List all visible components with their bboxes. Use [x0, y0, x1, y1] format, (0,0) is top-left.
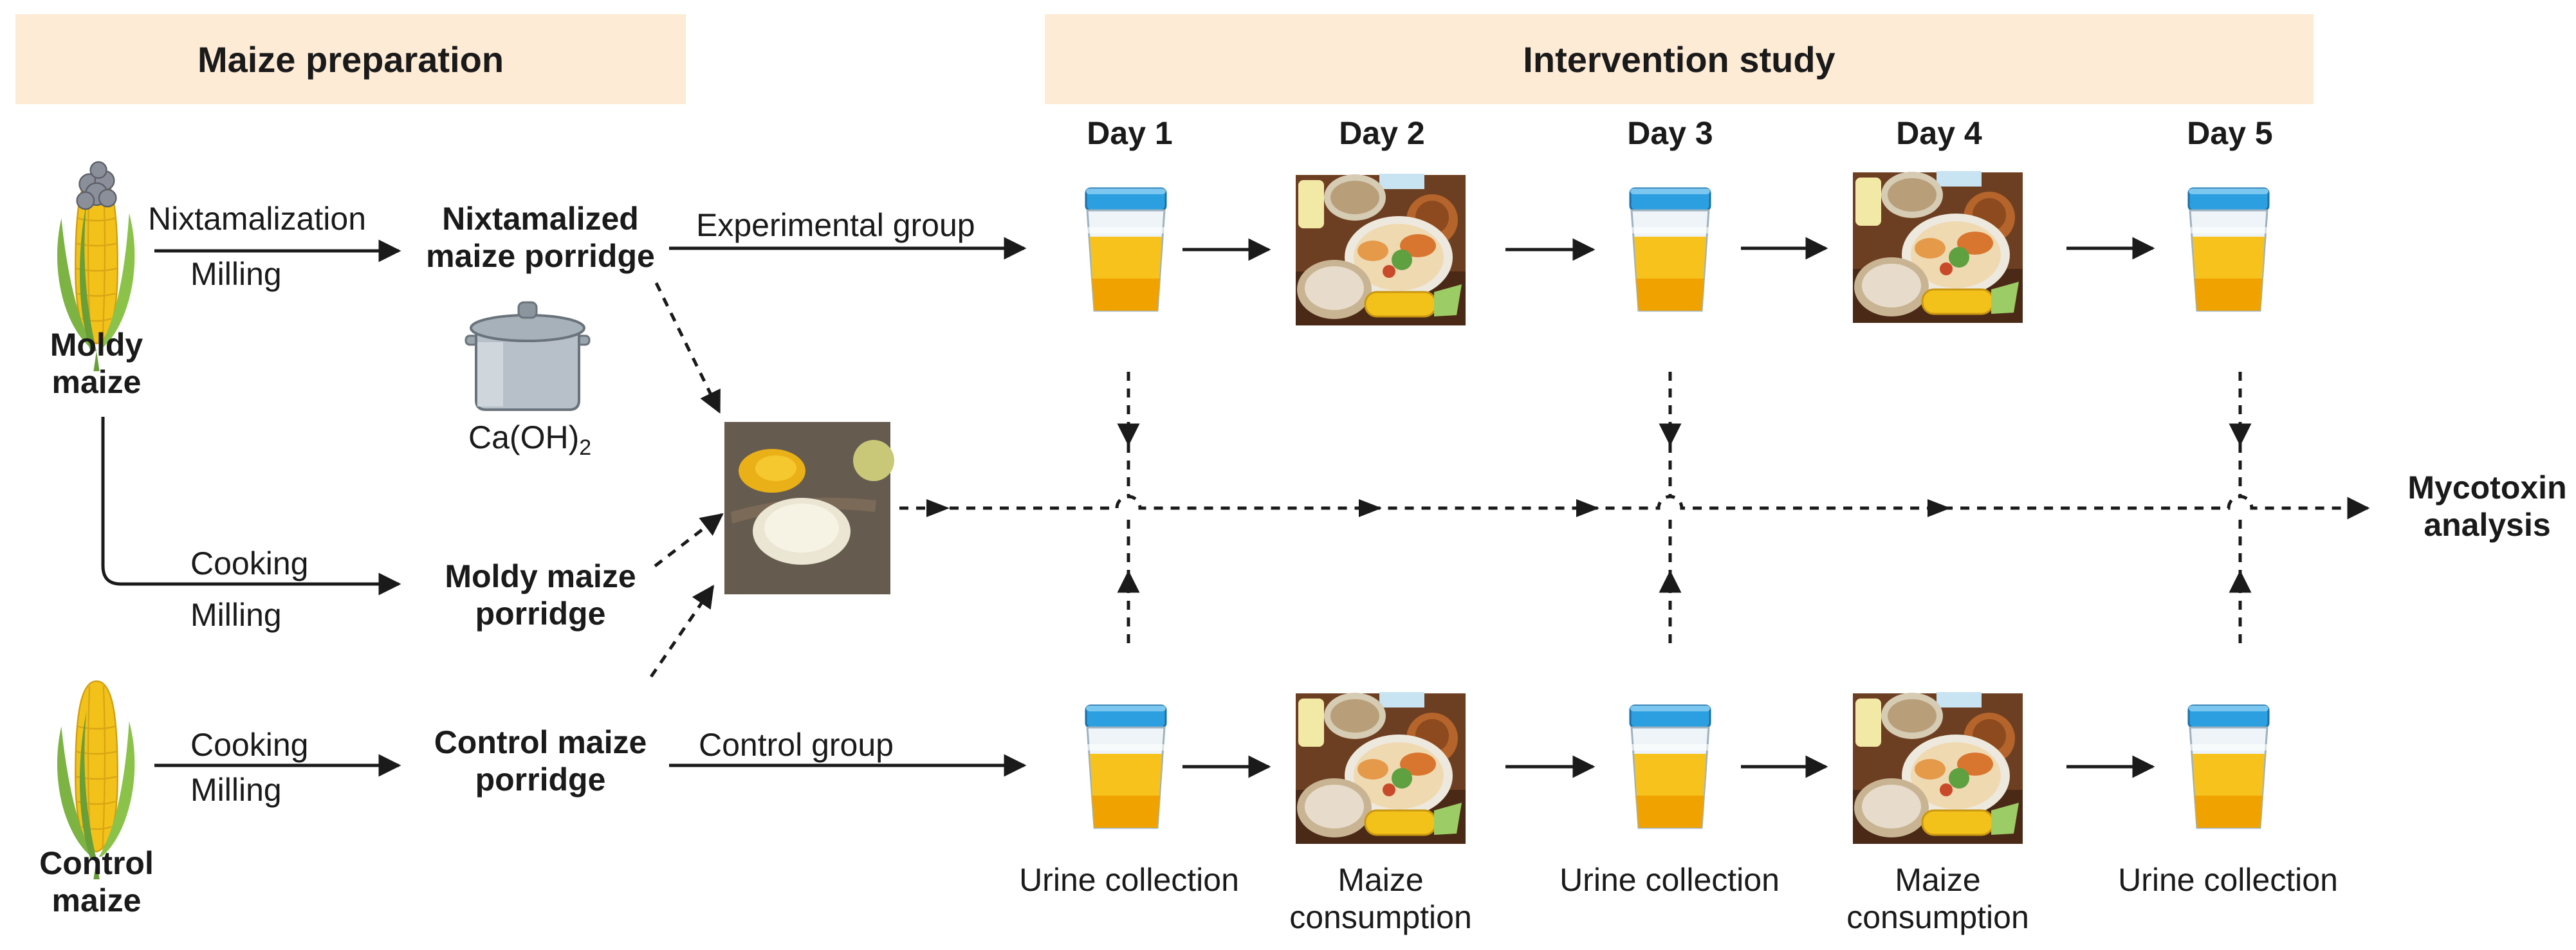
maize-preparation-header: Maize preparation [15, 14, 686, 104]
urine-cup-icon [1629, 187, 1711, 312]
food-plate-photo [1294, 691, 1467, 845]
urine-cup-icon [1629, 704, 1711, 829]
milling-label: Milling [190, 772, 282, 808]
milling-label: Milling [190, 597, 282, 633]
day-5-label: Day 5 [2187, 115, 2273, 151]
urine-collection-label: Urine collection [1559, 862, 1780, 898]
food-plate-photo [1852, 170, 2024, 324]
moldy-corn-icon [56, 161, 136, 372]
day-1-label: Day 1 [1087, 115, 1173, 151]
food-plate-photo [1294, 172, 1467, 327]
food-plate-photo [1852, 691, 2024, 845]
nixtamalization-label: Nixtamalization [148, 201, 367, 237]
experimental-group-label: Experimental group [696, 207, 975, 243]
day-4-label: Day 4 [1896, 115, 1982, 151]
moldy-cooking-arrow [101, 417, 401, 596]
moldy-to-analysis-arrow [654, 513, 724, 567]
mycotoxin-analysis-line [899, 495, 2370, 520]
cooking-label: Cooking [190, 545, 309, 581]
day-2-label: Day 2 [1339, 115, 1425, 151]
calcium-hydroxide-label: Ca(OH)2 [468, 419, 592, 460]
intervention-study-header: Intervention study [1045, 14, 2314, 104]
cooking-label: Cooking [190, 727, 309, 763]
urine-collection-label: Urine collection [2118, 862, 2338, 898]
nixtamalized-to-analysis-arrow [654, 282, 721, 414]
day-3-label: Day 3 [1627, 115, 1713, 151]
urine-cup-icon [1085, 704, 1167, 829]
metate-photo-icon [724, 422, 894, 594]
milling-label: Milling [190, 256, 282, 292]
urine-cup-icon [2187, 187, 2270, 312]
urine-cup-icon [2187, 704, 2270, 829]
pot-icon [465, 301, 591, 411]
urine-cup-icon [1085, 187, 1167, 312]
control-to-analysis-arrow [649, 585, 715, 678]
control-group-label: Control group [699, 727, 894, 763]
urine-collection-label: Urine collection [1019, 862, 1239, 898]
